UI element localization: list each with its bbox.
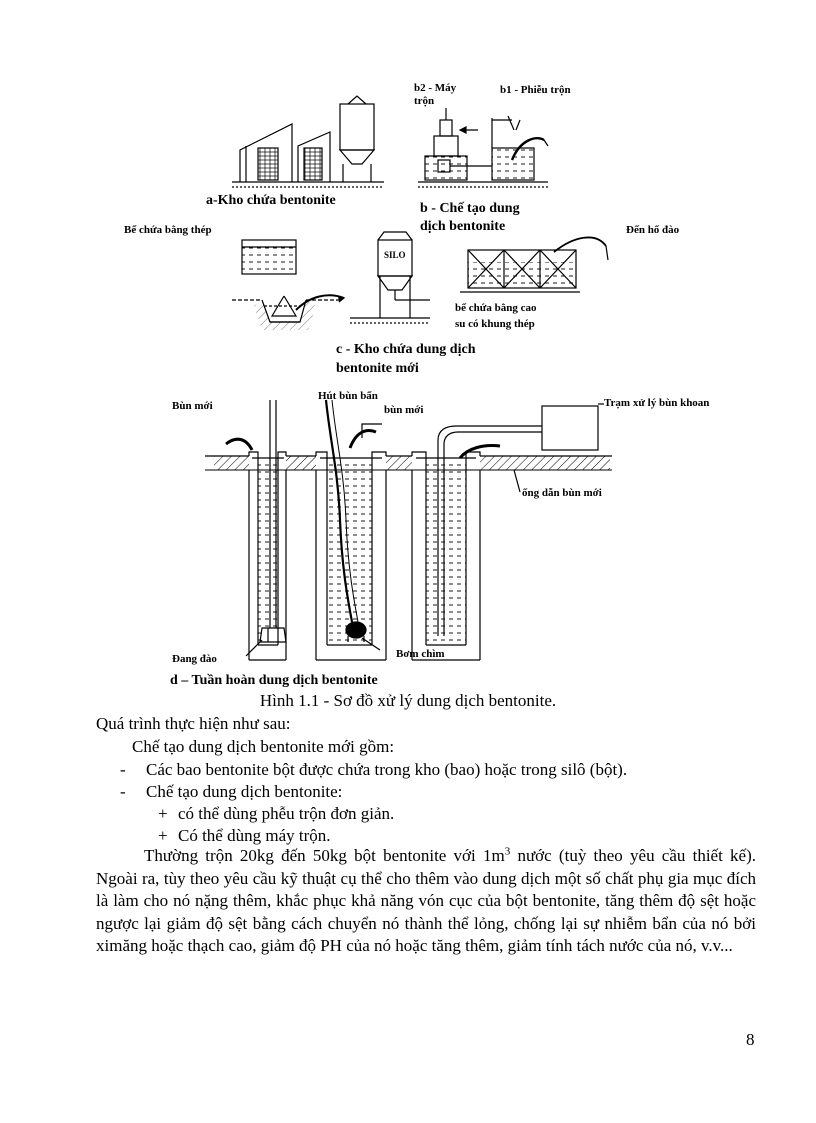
sub-intro-text: Chế tạo dung dịch bentonite mới gồm:	[132, 737, 395, 756]
label-new-mud-mid: bùn mới	[384, 404, 423, 416]
bullet-mark: -	[120, 782, 126, 801]
paragraph-start: Thường trộn 20kg đến 50kg bột bentonite …	[144, 846, 505, 865]
label-suck-dirty: Hút bùn bẩn	[318, 390, 378, 402]
label-new-mud-left: Bùn mới	[172, 400, 213, 412]
bullet-item-1: Các bao bentonite bột được chứa trong kh…	[146, 760, 628, 779]
label-b2-line2: trộn	[414, 95, 434, 107]
page-number: 8	[746, 1030, 755, 1049]
storage-sketch	[232, 231, 609, 330]
plus-mark: +	[158, 826, 168, 845]
label-c-line1: c - Kho chứa dung dịch	[336, 342, 476, 357]
label-steel-tank: Bể chứa bằng thép	[124, 224, 212, 236]
circulation-sketch	[205, 399, 612, 661]
paragraph-rest: nước (tuỳ theo yêu cầu thiết kế). Ngoài …	[96, 846, 757, 955]
label-b1: b1 - Phiễu trộn	[500, 84, 571, 96]
label-b2: b2 - Máy	[414, 82, 457, 94]
figure-caption: Hình 1.1 - Sơ đồ xử lý dung dịch bentoni…	[259, 691, 557, 710]
label-b-line2: dịch bentonite	[420, 219, 505, 234]
figure-bentonite-diagram: b2 - Máy trộn b1 - Phiễu trộn a-Kho chứa…	[124, 82, 709, 688]
label-rubber-tank-line2: su có khung thép	[455, 318, 535, 330]
label-to-pit: Đến hố đào	[626, 224, 680, 236]
intro-text: Quá trình thực hiện như sau:	[96, 714, 291, 733]
mixer-sketch	[418, 108, 549, 188]
label-pump: Bơm chìm	[396, 648, 445, 660]
superscript-3: 3	[504, 845, 511, 858]
label-new-mud-pipe: ống dẫn bùn mới	[522, 487, 602, 499]
bullet-mark: -	[120, 760, 126, 779]
plus-mark: +	[158, 804, 168, 823]
label-c-line2: bentonite mới	[336, 361, 419, 376]
plus-item-2: Có thể dùng máy trộn.	[178, 826, 331, 845]
bullet-item-2: Chế tạo dung dịch bentonite:	[146, 782, 343, 801]
body-paragraph: Thường trộn 20kg đến 50kg bột bentonite …	[96, 845, 756, 958]
warehouse-sketch	[232, 95, 384, 188]
label-rubber-tank-line1: bể chứa bằng cao	[455, 302, 537, 314]
label-d: d – Tuần hoàn dung dịch bentonite	[170, 673, 378, 688]
label-b-line1: b - Chế tạo dung	[420, 201, 520, 216]
label-treatment: Trạm xử lý bùn khoan	[604, 397, 709, 409]
label-a: a-Kho chứa bentonite	[206, 193, 336, 208]
plus-item-1: có thể dùng phễu trộn đơn giản.	[178, 804, 395, 823]
label-silo: SILO	[384, 250, 406, 260]
label-digging: Đang đào	[172, 653, 217, 665]
